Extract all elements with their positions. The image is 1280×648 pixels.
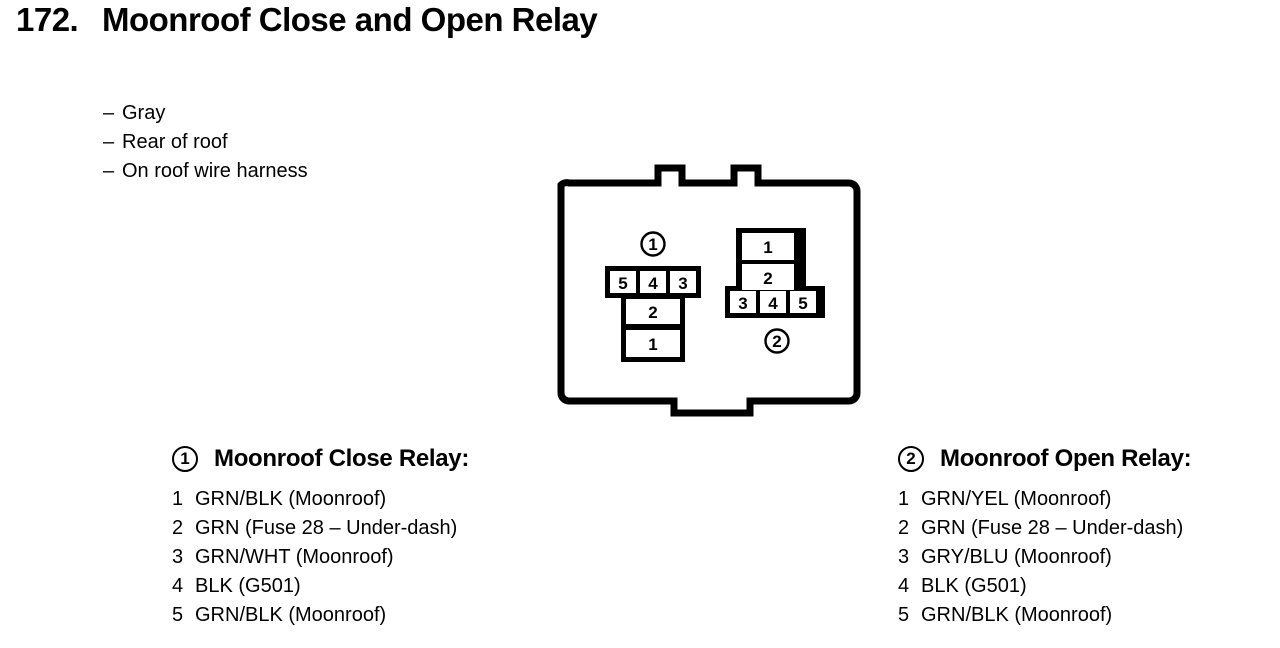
list-item-label: Rear of roof: [122, 131, 228, 153]
legend-header: 2 Moonroof Open Relay:: [898, 443, 1280, 475]
terminal-cell-3: 3: [738, 294, 747, 313]
pin-description: GRN/BLK (Moonroof): [195, 488, 387, 510]
pin-list: 1 GRN/YEL (Moonroof) 2 GRN (Fuse 28 – Un…: [898, 485, 1280, 630]
legend-header: 1 Moonroof Close Relay:: [172, 443, 712, 475]
list-item: – Gray: [103, 99, 523, 128]
legend-badge-2: 2: [898, 446, 924, 472]
pin-number: 4: [898, 575, 910, 597]
pin-row: 3 GRY/BLU (Moonroof): [898, 543, 1280, 572]
page-title: 172. Moonroof Close and Open Relay: [16, 2, 636, 38]
pin-row: 2 GRN (Fuse 28 – Under-dash): [898, 514, 1280, 543]
right-terminal-block: 1 2 3 4 5: [725, 228, 825, 318]
pin-number: 3: [172, 546, 184, 568]
pin-description: GRN/WHT (Moonroof): [195, 546, 394, 568]
terminal-cell-4: 4: [648, 274, 658, 293]
pin-number: 1: [172, 488, 184, 510]
connector-marker-1-label: 1: [648, 235, 657, 254]
connector-marker-2: 2: [764, 328, 790, 354]
pin-description: GRN (Fuse 28 – Under-dash): [195, 517, 458, 539]
legend-moonroof-open-relay: 2 Moonroof Open Relay: 1 GRN/YEL (Moonro…: [898, 443, 1280, 630]
terminal-cell-1: 1: [648, 335, 657, 354]
pin-row: 1 GRN/YEL (Moonroof): [898, 485, 1280, 514]
list-item-label: On roof wire harness: [122, 160, 308, 182]
dash-icon: –: [103, 131, 115, 153]
connector-housing-outline: [557, 164, 861, 417]
pin-row: 2 GRN (Fuse 28 – Under-dash): [172, 514, 712, 543]
terminal-cell-3: 3: [678, 274, 687, 293]
legend-moonroof-close-relay: 1 Moonroof Close Relay: 1 GRN/BLK (Moonr…: [172, 443, 712, 630]
list-item: – On roof wire harness: [103, 157, 523, 186]
dash-icon: –: [103, 102, 115, 124]
pin-number: 5: [172, 604, 184, 626]
pin-description: GRN/BLK (Moonroof): [921, 604, 1113, 626]
terminal-cell-4: 4: [768, 294, 778, 313]
page-title-text: Moonroof Close and Open Relay: [102, 1, 598, 38]
pin-number: 2: [898, 517, 910, 539]
left-terminal-block: 5 4 3 2 1: [605, 266, 701, 362]
pin-description: BLK (G501): [195, 575, 301, 597]
pin-row: 4 BLK (G501): [898, 572, 1280, 601]
pin-list: 1 GRN/BLK (Moonroof) 2 GRN (Fuse 28 – Un…: [172, 485, 712, 630]
pin-description: BLK (G501): [921, 575, 1027, 597]
legend-title: Moonroof Open Relay:: [940, 445, 1192, 472]
terminal-cell-1: 1: [763, 238, 772, 257]
pin-row: 5 GRN/BLK (Moonroof): [172, 601, 712, 630]
pin-row: 4 BLK (G501): [172, 572, 712, 601]
dash-icon: –: [103, 160, 115, 182]
pin-number: 1: [898, 488, 910, 510]
pin-number: 3: [898, 546, 910, 568]
pin-number: 4: [172, 575, 184, 597]
pin-description: GRN/BLK (Moonroof): [195, 604, 387, 626]
pin-description: GRY/BLU (Moonroof): [921, 546, 1112, 568]
pin-row: 1 GRN/BLK (Moonroof): [172, 485, 712, 514]
attribute-list: – Gray – Rear of roof – On roof wire har…: [103, 99, 523, 186]
pin-row: 3 GRN/WHT (Moonroof): [172, 543, 712, 572]
section-number: 172.: [16, 1, 79, 38]
terminal-cell-2: 2: [763, 269, 772, 288]
connector-diagram: 1 5 4 3 2 1: [540, 158, 884, 420]
list-item-label: Gray: [122, 102, 166, 124]
terminal-cell-5: 5: [798, 294, 807, 313]
connector-marker-2-label: 2: [772, 332, 781, 351]
pin-row: 5 GRN/BLK (Moonroof): [898, 601, 1280, 630]
pin-number: 5: [898, 604, 910, 626]
pin-description: GRN/YEL (Moonroof): [921, 488, 1112, 510]
page-heading: 172. Moonroof Close and Open Relay: [16, 2, 636, 38]
connector-marker-1: 1: [640, 231, 666, 257]
terminal-cell-5: 5: [618, 274, 627, 293]
pin-number: 2: [172, 517, 184, 539]
pin-description: GRN (Fuse 28 – Under-dash): [921, 517, 1184, 539]
terminal-cell-2: 2: [648, 303, 657, 322]
legend-badge-1: 1: [172, 446, 198, 472]
list-item: – Rear of roof: [103, 128, 523, 157]
legend-title: Moonroof Close Relay:: [214, 445, 470, 472]
